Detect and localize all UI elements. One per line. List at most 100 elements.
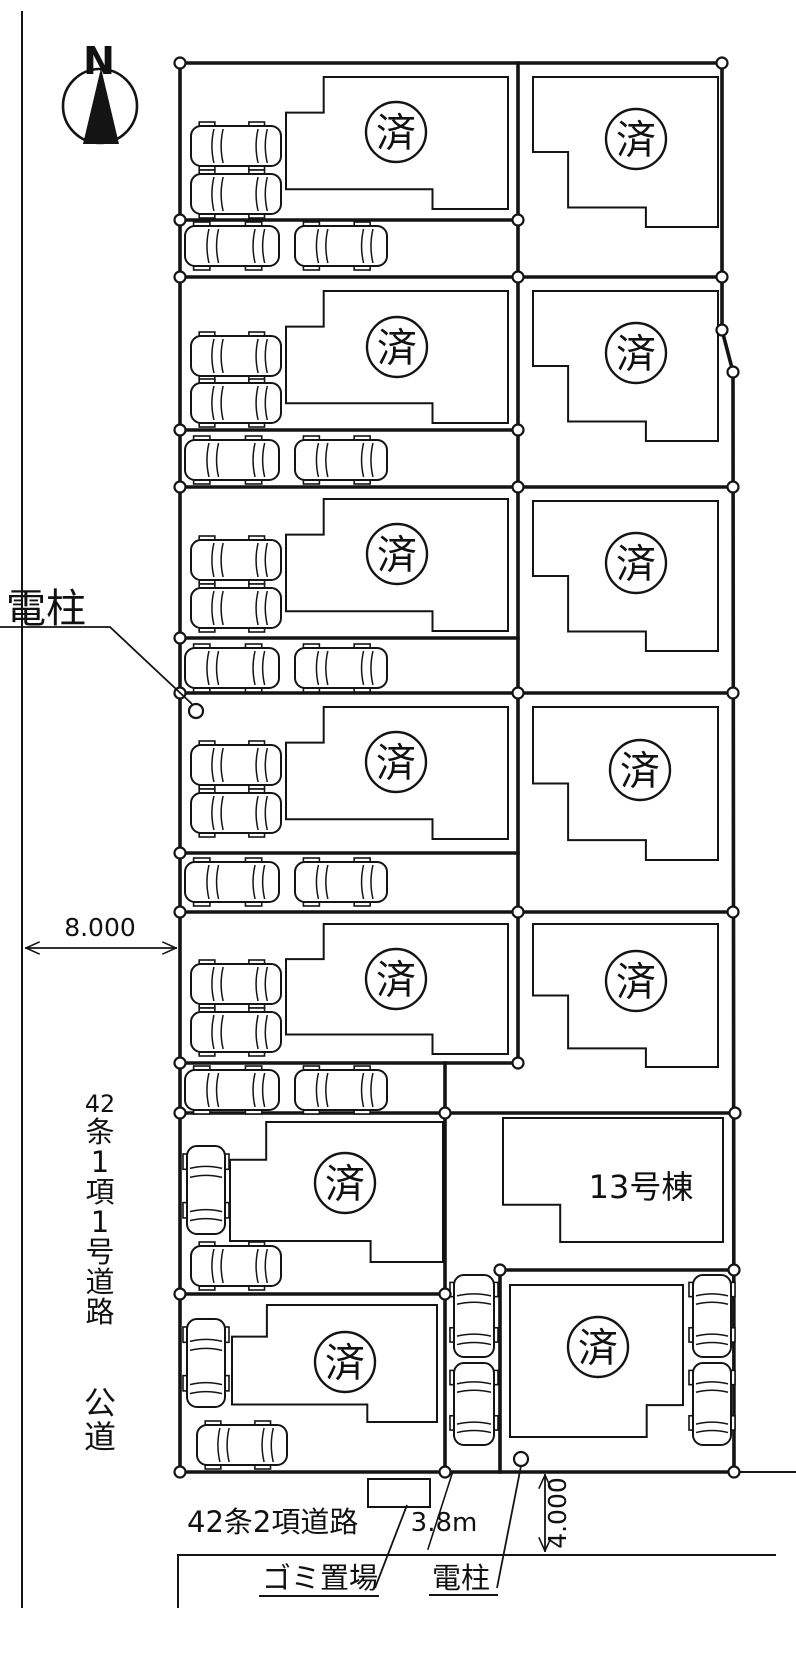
car-body [190, 792, 282, 834]
pole-west-icon [187, 702, 205, 720]
car-body [186, 1318, 226, 1408]
road-west-name-char: 条 [85, 1115, 114, 1149]
road-lines [21, 11, 796, 1608]
lot-L5: 済 [285, 923, 509, 1055]
car-icon [182, 1145, 230, 1235]
road-west-type-char: 公 [84, 1384, 116, 1422]
car-window-line [211, 747, 215, 783]
sold-mark-circle [604, 531, 668, 595]
lot-R1: 済 [532, 76, 719, 228]
car-icon [449, 1362, 499, 1446]
car-window-line [206, 864, 210, 900]
car-window-line [211, 795, 215, 831]
sold-mark-circle [608, 738, 672, 802]
car-window-line [325, 1072, 329, 1108]
car-window-line [315, 650, 320, 686]
sold-mark-label: 済 [376, 740, 416, 786]
car-window-line [220, 176, 224, 212]
car-window-line [211, 176, 215, 212]
survey-point [173, 846, 187, 860]
garbage-station-box [367, 1478, 431, 1508]
garbage-label: ゴミ置場 [259, 1561, 379, 1597]
car-window-line [220, 966, 224, 1002]
car-window-line [215, 442, 220, 478]
car-window-line [220, 1248, 224, 1284]
survey-point [173, 631, 187, 645]
survey-point [173, 270, 187, 284]
car-window-line [189, 1390, 223, 1395]
car-icon [190, 583, 282, 633]
sold-mark-circle [566, 1315, 630, 1379]
pole-west-leader [0, 626, 193, 705]
sold-mark-label: 済 [376, 957, 416, 1003]
car-window-line [264, 176, 269, 212]
sold-mark-circle [604, 949, 668, 1013]
car-window-line [360, 228, 365, 264]
car-icon [294, 1065, 388, 1115]
car-window-line [264, 385, 269, 421]
car-icon [184, 1065, 280, 1115]
pole-label-south: 電柱 [429, 1561, 498, 1596]
car-window-line [264, 795, 269, 831]
road-south-name: 42条2項道路 [187, 1505, 358, 1539]
car-body [196, 1424, 288, 1466]
car-icon [190, 121, 282, 171]
lot-R6: 13号棟 [502, 1117, 724, 1243]
car-icon [190, 331, 282, 381]
survey-point [726, 365, 740, 379]
survey-point [511, 905, 525, 919]
sold-mark-label: 済 [325, 1161, 365, 1207]
sold-mark-circle [604, 321, 668, 385]
car-body [294, 1069, 388, 1111]
road-south-name-text: 42条2項道路 [187, 1505, 358, 1539]
mid-road-width-extension [426, 1472, 454, 1551]
survey-point [715, 323, 729, 337]
survey-point [727, 1263, 741, 1277]
car-icon [190, 535, 282, 585]
car-window-line [189, 1174, 223, 1179]
survey-point [173, 1287, 187, 1301]
car-window-line [456, 1389, 492, 1393]
car-window-line [211, 542, 215, 578]
car-body [184, 647, 280, 689]
sold-mark-circle [365, 315, 429, 379]
car-body [184, 861, 280, 903]
sold-mark-label: 済 [377, 325, 417, 371]
car-window-line [215, 228, 220, 264]
car-window-line [252, 442, 256, 478]
pole-label-south-text: 電柱 [432, 1561, 490, 1595]
sold-mark-label: 済 [616, 331, 656, 377]
car-body [294, 647, 388, 689]
west-road-width: 8.000 [24, 913, 178, 955]
compass-needle-icon [83, 68, 119, 144]
car-body [190, 963, 282, 1005]
lot-boundaries [178, 61, 739, 1474]
car-icon [688, 1362, 736, 1446]
car-window-line [264, 542, 269, 578]
car-window-line [315, 864, 320, 900]
sold-mark-label: 済 [616, 541, 656, 587]
survey-point [511, 423, 525, 437]
lot-R2: 済 [532, 290, 719, 442]
car-window-line [360, 442, 365, 478]
car-body [692, 1362, 732, 1446]
car-window-line [206, 228, 210, 264]
car-icon [294, 435, 388, 485]
car-window-line [325, 442, 329, 478]
car-icon [182, 1318, 230, 1408]
car-body [190, 587, 282, 629]
dimension-arrowhead [161, 941, 178, 950]
car-window-line [264, 590, 269, 626]
survey-point [511, 1056, 525, 1070]
car-window-line [261, 864, 266, 900]
pole-label-west: 電柱 [6, 586, 86, 632]
car-window-line [261, 228, 266, 264]
lot-R4: 済 [532, 706, 719, 861]
car-window-line [261, 1427, 265, 1463]
lot-L4: 済 [285, 706, 509, 840]
car-window-line [315, 442, 320, 478]
sold-mark-label: 済 [376, 110, 416, 156]
car-window-line [255, 590, 259, 626]
car-icon [294, 221, 388, 271]
car-window-line [220, 128, 224, 164]
